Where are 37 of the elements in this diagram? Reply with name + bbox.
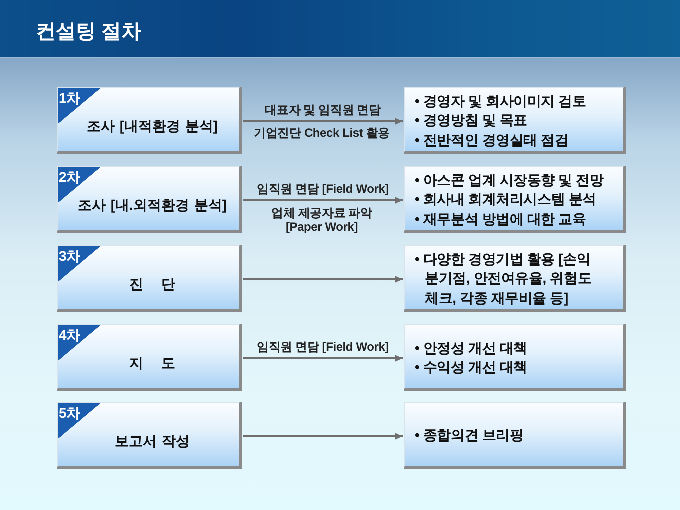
bullet-item: • 다양한 경영기법 활용 [손익 분기점, 안전여유율, 위험도 체크, 각종 재무비율 등] [415, 250, 593, 308]
step-badge: 5차 [58, 403, 101, 439]
edge-label: 대표자 및 임직원 면담 [264, 102, 382, 116]
step-box [57, 87, 242, 154]
arrow [243, 355, 403, 362]
result-box [404, 166, 626, 233]
step-badge: 4차 [58, 325, 101, 361]
note-label: 기업진단 Check List 활용 [253, 126, 391, 140]
step-box [57, 245, 242, 312]
page-title: 컨설팅 절차 [36, 20, 142, 44]
step-title: 보고서 작성 [115, 432, 190, 450]
bullet-item: • 재무분석 방법에 대한 교육 [415, 210, 588, 229]
bullet-item: • 경영자 및 회사이미지 검토 [415, 92, 588, 111]
result-box [404, 245, 626, 312]
bullet-item: • 종합의견 브리핑 [415, 426, 525, 446]
step-box [57, 402, 242, 469]
bullet-item: • 수익성 개선 대책 [415, 358, 528, 377]
step-title: 지 도 [130, 354, 176, 372]
result-box [404, 402, 626, 469]
result-box [404, 87, 626, 154]
bullet-item: • 경영방침 및 목표 [415, 111, 528, 130]
step-box [57, 166, 242, 233]
note-label: 업체 제공자료 파악 [Paper Work] [270, 206, 374, 234]
bullet-item: • 전반적인 경영실태 점검 [415, 130, 570, 150]
step-box [57, 324, 242, 391]
arrow [243, 118, 403, 125]
result-box [404, 324, 626, 391]
bullet-item: • 아스콘 업계 시장동향 및 전망 [415, 170, 605, 190]
step-badge: 3차 [58, 246, 101, 282]
bullet-item: • 안정성 개선 대책 [415, 338, 528, 358]
step-title: 진 단 [130, 275, 176, 293]
edge-label: 임직원 면담 [Field Work] [256, 340, 390, 354]
arrow [243, 433, 403, 440]
arrow [243, 276, 403, 283]
arrow [243, 197, 403, 204]
edge-label: 임직원 면담 [Field Work] [256, 182, 390, 196]
bullet-item: • 회사내 회계처리시스템 분석 [415, 190, 598, 210]
